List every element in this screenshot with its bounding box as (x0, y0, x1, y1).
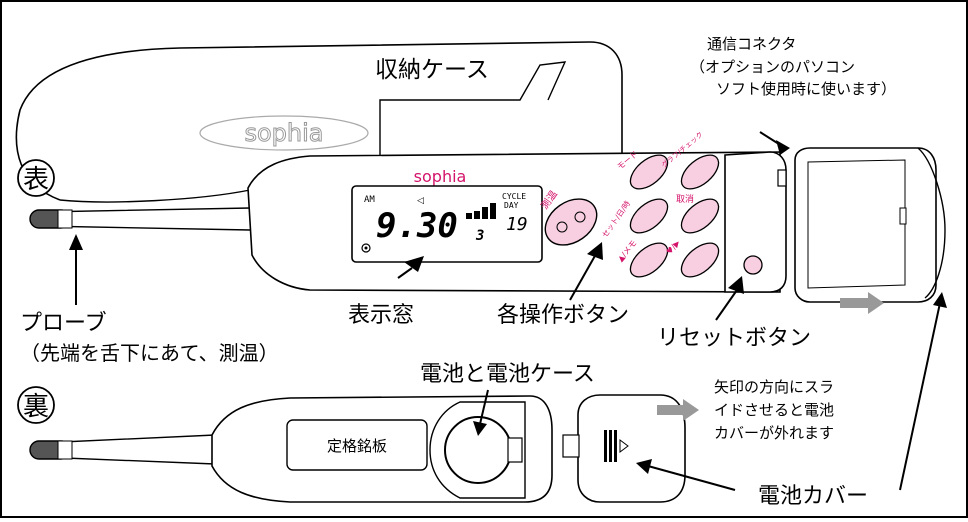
reset-button[interactable] (743, 255, 763, 275)
leader-arrows (69, 131, 947, 491)
graph-check-button[interactable] (675, 149, 724, 196)
lcd-dot-icon (361, 243, 371, 253)
lcd-sub-value: 3 (475, 228, 484, 244)
front-battery-cover (794, 147, 946, 303)
front-end-cap (724, 151, 787, 293)
mode-button[interactable] (624, 149, 673, 196)
cancel-button-label: 取消 (676, 193, 694, 205)
lcd-temperature: 9.30 (376, 206, 458, 246)
display-window: AM 9.30 3 CYCLE DAY 19 ◁ (351, 185, 543, 263)
probe-label: プローブ (20, 311, 107, 336)
slide-note-1: 矢印の方向にスラ (714, 378, 834, 396)
memo-button[interactable] (624, 237, 673, 284)
control-buttons-label: 各操作ボタン (497, 303, 629, 328)
back-battery-cover (562, 394, 686, 503)
case-logo-text: sophia (244, 119, 323, 147)
battery-and-case-label: 電池と電池ケース (420, 362, 595, 387)
thermometer-back: 定格銘板 (29, 395, 553, 503)
back-mark-text: 裏 (23, 392, 49, 422)
slide-note-2: イドさせると電池 (714, 401, 834, 419)
rating-plate-text: 定格銘板 (327, 437, 387, 455)
heart-button[interactable] (675, 237, 724, 284)
battery-cover-label: 電池カバー (758, 484, 868, 509)
cancel-button[interactable] (675, 193, 724, 240)
comm-note-1: （オプションのパソコン (690, 58, 855, 76)
brand-logo: sophia (414, 167, 467, 186)
back-mark: 裏 (17, 386, 55, 424)
set-date-button[interactable] (624, 193, 673, 240)
storage-case-label: 収納ケース (375, 57, 489, 83)
comm-connector (777, 169, 787, 187)
slide-note-3: カバーが外れます (714, 424, 834, 442)
comm-connector-label: 通信コネクタ (707, 35, 796, 53)
storage-case: sophia (15, 41, 623, 203)
comm-note-2: ソフト使用時に使います） (716, 80, 896, 98)
display-window-label: 表示窓 (348, 303, 414, 328)
rating-plate (286, 419, 428, 471)
lcd-cycle: CYCLE (502, 192, 526, 201)
lcd-day-value: 19 (506, 214, 528, 235)
slide-arrow-front (840, 292, 884, 314)
lcd-am: AM (364, 195, 375, 205)
thermometer-front: sophia AM 9.30 3 CYCLE DAY 19 ◁ 測温 (29, 130, 787, 293)
slide-arrow-back (657, 399, 699, 421)
lcd-day: DAY (504, 201, 519, 210)
reset-button-label: リセットボタン (657, 326, 811, 351)
speaker-icon: ◁ (417, 196, 424, 206)
front-mark-text: 表 (23, 165, 49, 195)
case-logo (199, 115, 369, 151)
probe-note: （先端を舌下にあて、測温） (20, 341, 279, 365)
front-mark: 表 (17, 159, 55, 197)
